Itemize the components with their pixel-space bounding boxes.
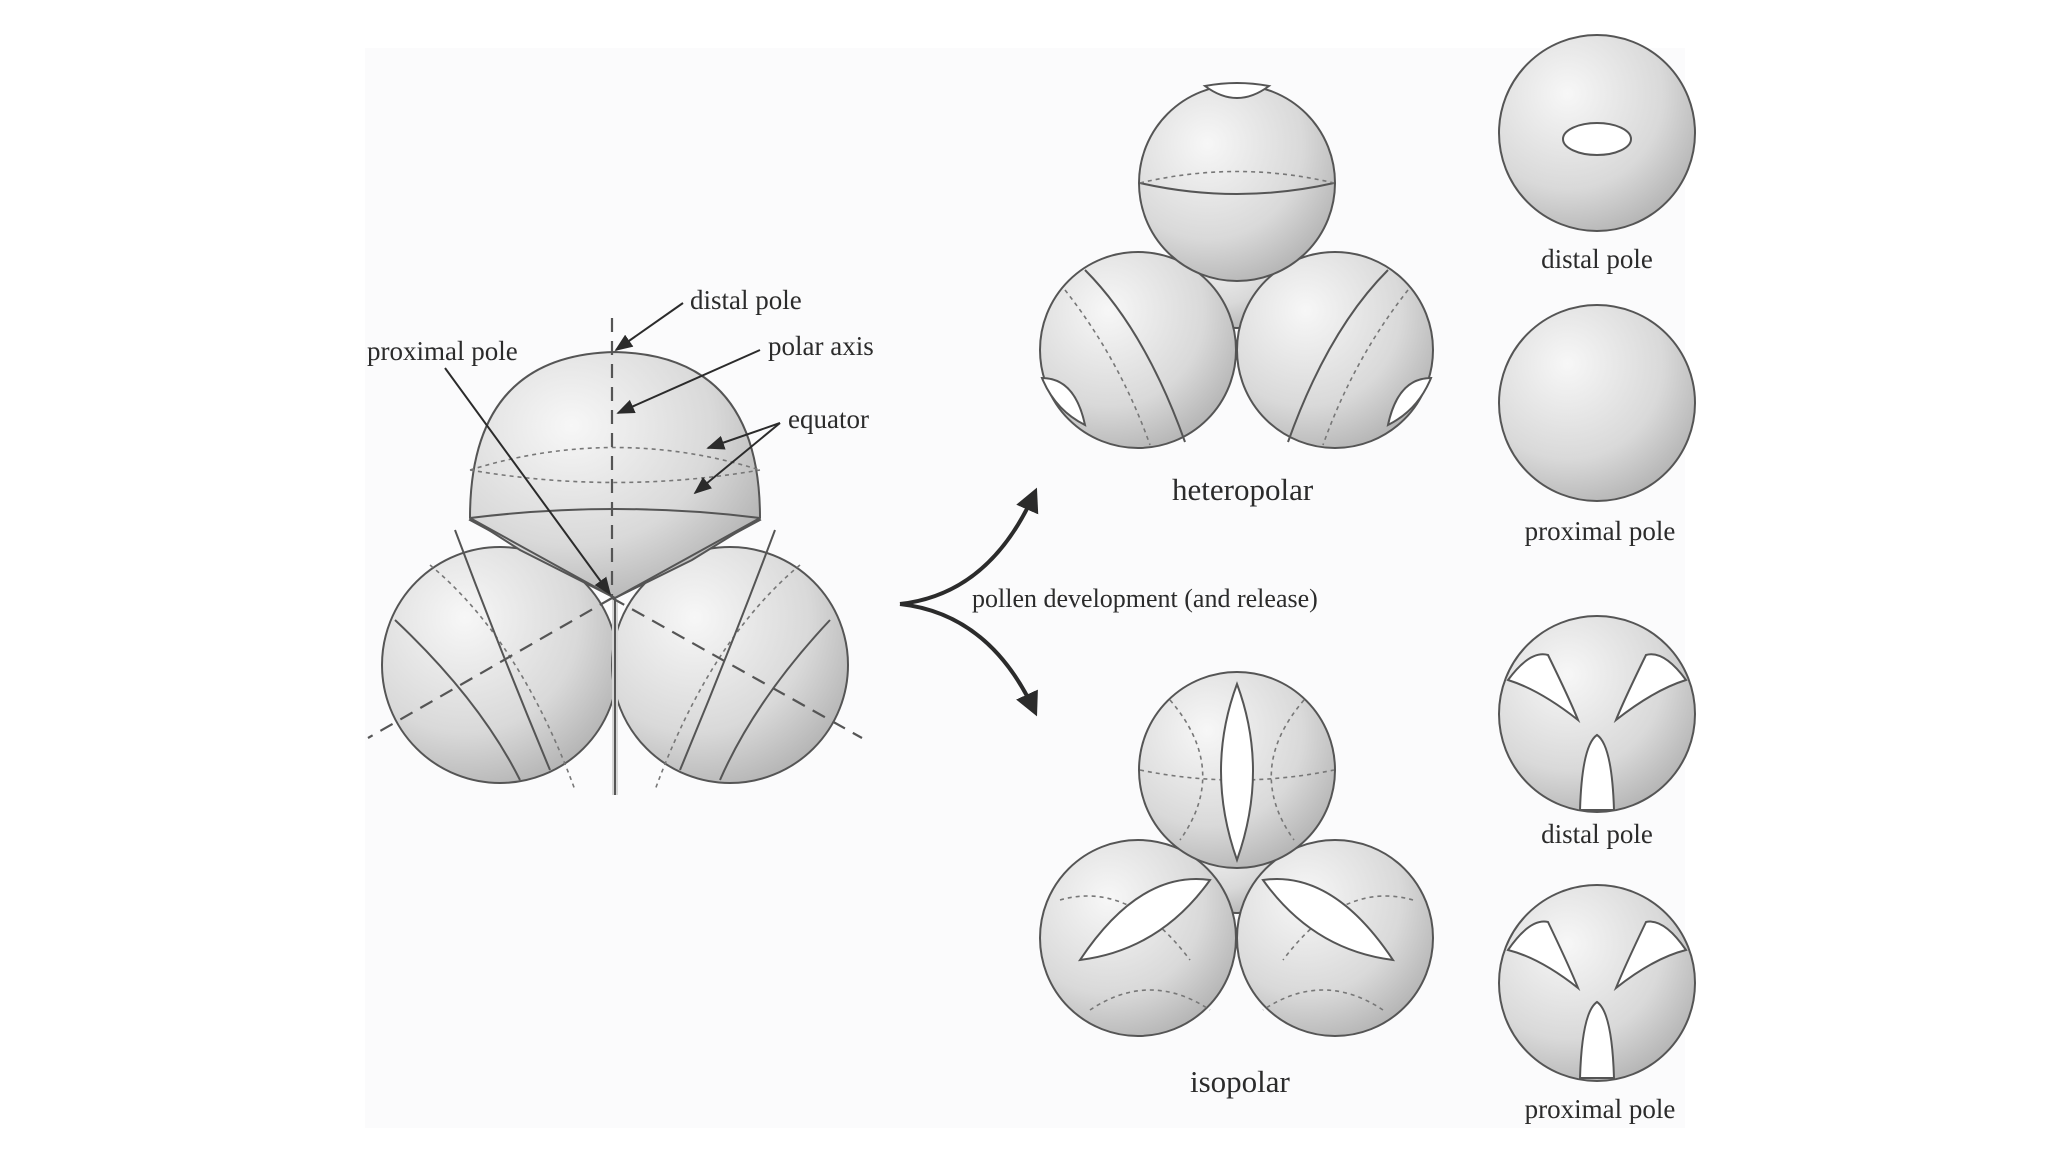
development-arrows xyxy=(899,487,1039,717)
tetrad-sphere-top xyxy=(468,350,762,600)
hetero-sphere-right xyxy=(1236,251,1434,449)
hetero-proximal-view xyxy=(1498,304,1696,502)
label-isopolar: isopolar xyxy=(1190,1064,1291,1099)
hetero-left-aperture xyxy=(1040,376,1087,427)
heteropolar-tetrad xyxy=(1039,82,1434,449)
distal-pore-aperture xyxy=(1562,122,1632,156)
hetero-distal-view xyxy=(1498,34,1696,232)
hetero-right-aperture xyxy=(1386,376,1433,427)
isopolar-tetrad xyxy=(1039,671,1434,1037)
iso-distal-view xyxy=(1498,615,1696,813)
label-proximal-pole: proximal pole xyxy=(367,336,518,366)
label-heteropolar: heteropolar xyxy=(1172,472,1314,507)
side-label-2: proximal pole xyxy=(1525,516,1676,546)
hetero-sphere-left xyxy=(1039,251,1237,449)
side-label-4: proximal pole xyxy=(1525,1094,1676,1124)
label-equator: equator xyxy=(788,404,869,434)
iso-top-aperture xyxy=(1220,681,1254,863)
label-distal-pole: distal pole xyxy=(690,285,802,315)
tetrad-illustration xyxy=(367,302,863,795)
iso-proximal-view xyxy=(1498,884,1696,1082)
hetero-top-aperture xyxy=(1202,82,1272,99)
label-pollen-development: pollen development (and release) xyxy=(972,584,1318,613)
iso-right-aperture xyxy=(1261,878,1396,962)
iso-left-aperture xyxy=(1077,878,1212,962)
side-label-1: distal pole xyxy=(1541,244,1653,274)
side-label-3: distal pole xyxy=(1541,819,1653,849)
hetero-sphere-top xyxy=(1138,84,1336,282)
label-polar-axis: polar axis xyxy=(768,331,874,361)
